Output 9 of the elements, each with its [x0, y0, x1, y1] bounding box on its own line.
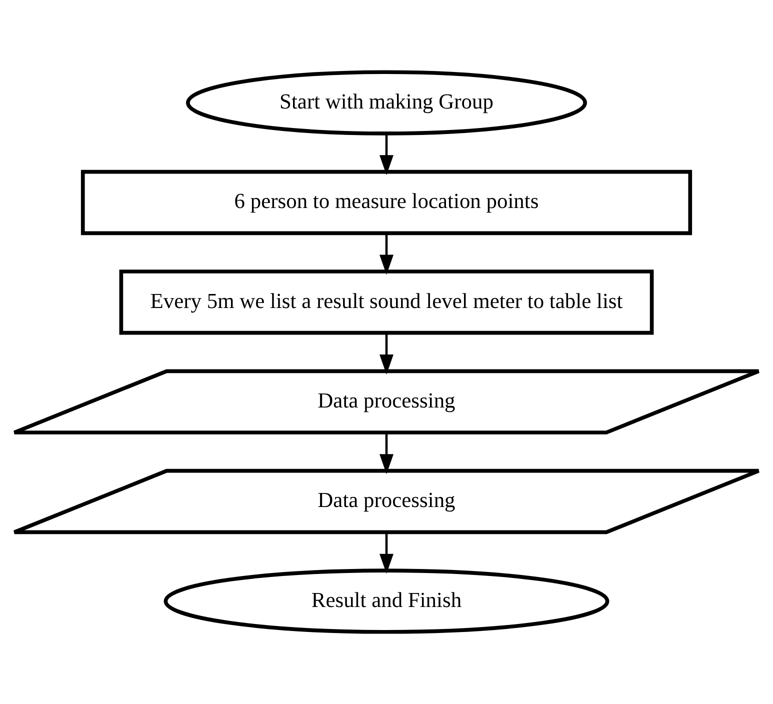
node-box: 6 person to measure location points [80, 170, 692, 236]
arrow [380, 432, 394, 474]
node-ellipse: Result and Finish [164, 568, 610, 634]
arrow [380, 333, 394, 374]
node-box: Every 5m we list a result sound level meter to table list [119, 270, 654, 335]
node-ellipse: Start with making Group [186, 70, 587, 136]
arrow [380, 234, 394, 275]
arrow [380, 134, 394, 176]
arrow [380, 532, 394, 574]
